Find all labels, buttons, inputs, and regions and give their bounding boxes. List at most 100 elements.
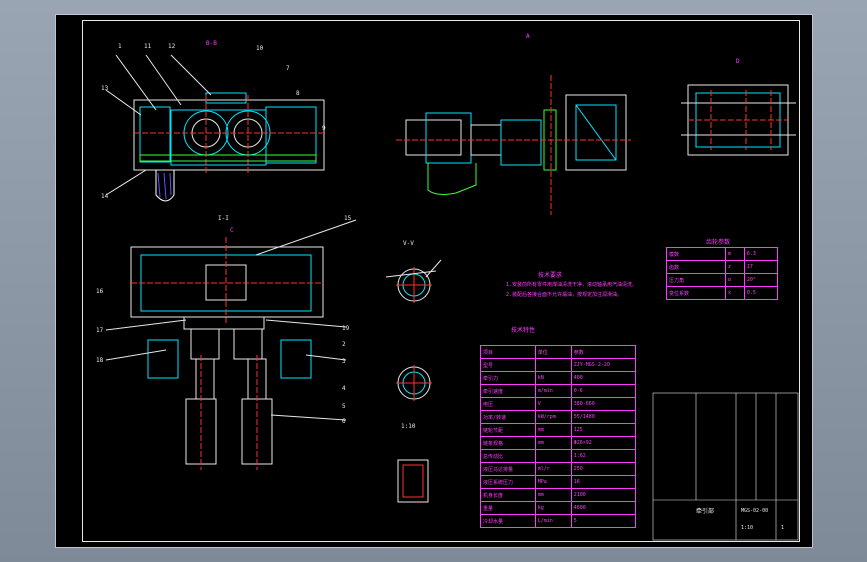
title-block xyxy=(652,392,799,541)
balloon: 5 xyxy=(342,403,346,410)
view-a-assembly xyxy=(396,75,631,215)
balloon: 9 xyxy=(322,125,326,132)
notes-line: 2.装配后各接合面不允许漏油，按规定加注润滑油。 xyxy=(506,292,623,298)
main-table-cell: mm xyxy=(534,488,572,502)
view-c-label: C xyxy=(230,227,234,234)
balloon: 15 xyxy=(344,215,352,222)
main-table-cell: 5 xyxy=(570,514,637,528)
main-table-cell: 1:62 xyxy=(570,449,637,463)
side-table-cell: 20° xyxy=(743,273,779,287)
balloon: 12 xyxy=(168,43,176,50)
balloon: 13 xyxy=(101,85,109,92)
view-c-plan xyxy=(105,219,357,470)
side-table-cell: m xyxy=(725,247,745,261)
main-table-cell: 电压 xyxy=(480,397,536,411)
main-table-cell: 参数 xyxy=(570,345,637,359)
drawing-title: 牵引部 xyxy=(696,508,715,515)
main-table-cell: 0-6 xyxy=(570,384,637,398)
side-table-cell: α xyxy=(725,273,745,287)
main-table-cell: 液压马达排量 xyxy=(480,462,536,476)
main-table-cell: 400 xyxy=(570,371,637,385)
balloon: 10 xyxy=(256,45,264,52)
balloon: 3 xyxy=(342,358,346,365)
balloon: 11 xyxy=(144,43,152,50)
view-a-label: A xyxy=(526,33,530,40)
balloon: 17 xyxy=(96,327,104,334)
notes-line: 1.安装前所有零件用煤油清洗干净，滚动轴承用汽油清洗。 xyxy=(506,282,638,288)
side-table-cell: 变位系数 xyxy=(666,286,726,300)
main-table-cell: m/min xyxy=(534,384,572,398)
main-table-cell: 牵引速度 xyxy=(480,384,536,398)
balloon: 19 xyxy=(342,325,350,332)
main-table-cell: 型号 xyxy=(480,358,536,372)
balloon: 18 xyxy=(96,357,104,364)
side-table-cell: 0.5 xyxy=(743,286,779,300)
view-d xyxy=(681,84,796,156)
balloon: 7 xyxy=(286,65,290,72)
section-ii-label: I-I xyxy=(218,215,229,222)
main-table-cell: 项目 xyxy=(480,345,536,359)
balloon: 6 xyxy=(342,418,346,425)
side-table-cell: 齿数 xyxy=(666,260,726,274)
balloon: 16 xyxy=(96,288,104,295)
main-table-cell: Φ26×92 xyxy=(570,436,637,450)
side-table-cell: 17 xyxy=(743,260,779,274)
balloon: 2 xyxy=(342,341,346,348)
view-d-label: D xyxy=(736,58,740,65)
section-bb-view xyxy=(105,54,325,202)
side-table-cell: 6.3 xyxy=(743,247,779,261)
main-table-row: 型号 ZJY-MGS-2-20 xyxy=(480,358,637,372)
main-table-cell: 重量 xyxy=(480,501,536,515)
main-table-cell: 125 xyxy=(570,423,637,437)
main-table-cell: 55/1480 xyxy=(570,410,637,424)
main-table-cell: 250 xyxy=(570,462,637,476)
balloon: 14 xyxy=(101,193,109,200)
main-table-title: 技术特性 xyxy=(511,327,536,334)
main-table-row: 项目单位参数 xyxy=(480,345,637,359)
main-table-cell: mm xyxy=(534,436,572,450)
balloon: 4 xyxy=(342,385,346,392)
main-table-cell: 单位 xyxy=(534,345,572,359)
main-table-cell: MPa xyxy=(534,475,572,489)
notes-title: 技术要求 xyxy=(538,272,563,279)
main-table-cell: 冷却水量 xyxy=(480,514,536,528)
main-table-cell: 4600 xyxy=(570,501,637,515)
main-table-cell: 链轮节距 xyxy=(480,423,536,437)
balloon: 1 xyxy=(118,43,122,50)
section-bb-label: B-B xyxy=(206,40,217,47)
title-sheet: 1 xyxy=(781,525,785,531)
main-table-cell: kW/rpm xyxy=(534,410,572,424)
main-table-cell xyxy=(534,358,572,372)
side-table-cell: z xyxy=(725,260,745,274)
main-table-cell: ml/r xyxy=(534,462,572,476)
side-table-cell: 压力角 xyxy=(666,273,726,287)
main-table-cell: ZJY-MGS-2-20 xyxy=(570,358,637,372)
main-table-cell: 液压系统压力 xyxy=(480,475,536,489)
side-table-cell: 模数 xyxy=(666,247,726,261)
main-table-cell: kg xyxy=(534,501,572,515)
scale-label: 1:10 xyxy=(401,423,416,430)
main-table-cell: 380-660 xyxy=(570,397,637,411)
cad-drawing xyxy=(105,54,799,541)
main-table-cell xyxy=(534,449,572,463)
main-table-cell: 功率/转速 xyxy=(480,410,536,424)
section-vv-label: V-V xyxy=(403,240,414,247)
main-table-cell: mm xyxy=(534,423,572,437)
drawing-sheet: B-B A I-I C D V-V 1:10 1 11 12 13 14 15 … xyxy=(55,14,813,548)
side-table-cell: x xyxy=(725,286,745,300)
